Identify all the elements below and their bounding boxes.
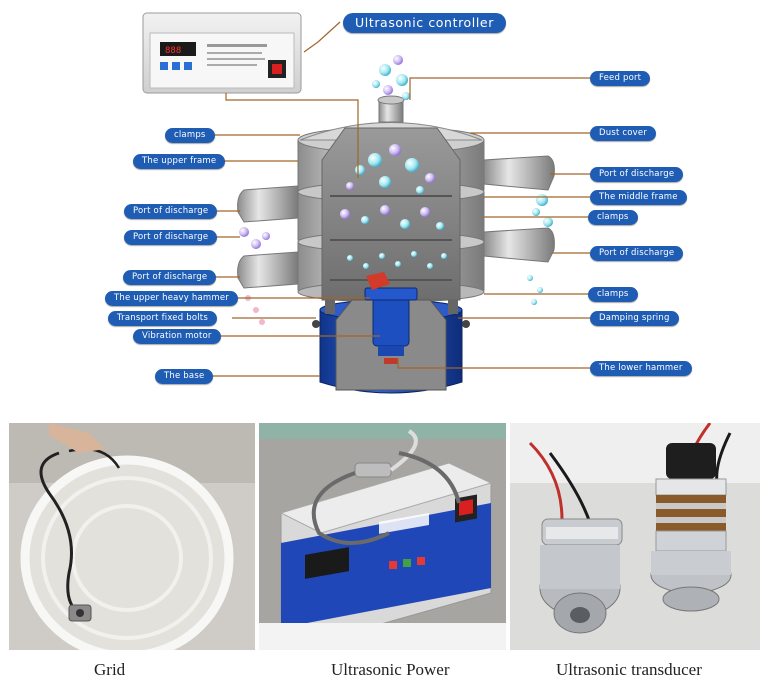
sieve-machine-illustration: 888 [142, 12, 590, 394]
label-port-of-discharge-left-3: Port of discharge [123, 270, 217, 285]
label-the-base: The base [155, 369, 214, 384]
label-port-of-discharge-left-2: Port of discharge [124, 230, 218, 245]
label-dust-cover: Dust cover [590, 126, 657, 141]
label-port-of-discharge-left-1: Port of discharge [124, 204, 218, 219]
label-clamps-right-2: clamps [588, 287, 638, 302]
material-particles [239, 55, 553, 325]
label-feed-port: Feed port [590, 71, 651, 86]
label-clamps-right-1: clamps [588, 210, 638, 225]
caption-ultrasonic-power: Ultrasonic Power [331, 660, 450, 679]
svg-text:888: 888 [165, 46, 181, 56]
caption-grid: Grid [94, 660, 126, 679]
label-transport-fixed-bolts: Transport fixed bolts [108, 311, 217, 326]
label-upper-heavy-hammer: The upper heavy hammer [105, 291, 238, 306]
ultrasonic-controller-label: Ultrasonic controller [343, 13, 506, 33]
label-port-of-discharge-right-2: Port of discharge [590, 246, 684, 261]
label-port-of-discharge-right-1: Port of discharge [590, 167, 684, 182]
label-upper-frame: The upper frame [133, 154, 226, 169]
ultrasonic-power-photo [259, 423, 506, 650]
grid-photo [9, 423, 255, 650]
label-lower-hammer: The lower hammer [590, 361, 692, 376]
label-damping-spring: Damping spring [590, 311, 679, 326]
ultrasonic-controller-box: 888 [142, 12, 302, 94]
caption-ultrasonic-transducer: Ultrasonic transducer [556, 660, 702, 679]
label-middle-frame: The middle frame [590, 190, 687, 205]
label-clamps-left: clamps [165, 128, 215, 143]
ultrasonic-transducer-photo [510, 423, 760, 650]
label-vibration-motor: Vibration motor [133, 329, 221, 344]
